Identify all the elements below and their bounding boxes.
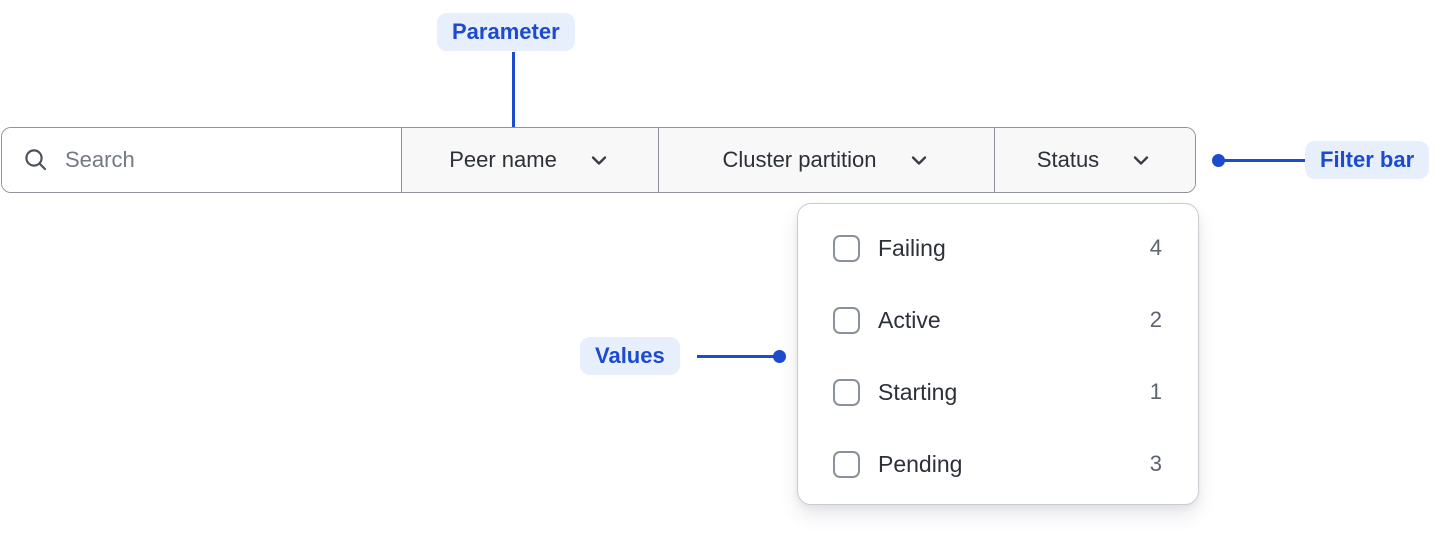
option-row-pending[interactable]: Pending 3 [798,428,1198,500]
filter-bar-connector-dot [1211,153,1225,167]
active-checkbox[interactable] [833,306,860,334]
starting-checkbox[interactable] [833,378,860,406]
values-annotation-badge: Values [580,337,680,375]
option-count: 1 [1149,379,1162,404]
values-connector-dot [772,349,786,363]
option-label: Pending [878,450,963,477]
option-label: Starting [878,378,958,405]
filter-bar: Peer name Cluster partition Status [1,127,1196,193]
option-label: Failing [878,234,946,261]
option-row-active[interactable]: Active 2 [798,284,1198,356]
option-count: 4 [1149,235,1162,260]
status-dropdown-panel: Failing 4 Active 2 Starting 1 Pending 3 [797,203,1199,505]
option-label: Active [878,306,941,333]
option-row-starting[interactable]: Starting 1 [798,356,1198,428]
cluster-partition-dropdown-label: Cluster partition [722,147,877,172]
search-field[interactable] [2,128,402,192]
peer-name-dropdown-label: Peer name [449,147,557,172]
search-icon [25,149,47,171]
peer-name-dropdown[interactable]: Peer name [402,128,659,192]
parameter-annotation-badge: Parameter [437,13,575,51]
filter-bar-annotation-badge: Filter bar [1305,141,1430,179]
chevron-down-icon [1134,156,1149,165]
option-count: 3 [1149,451,1162,476]
cluster-partition-dropdown[interactable]: Cluster partition [659,128,995,192]
values-connector-line [697,354,774,358]
failing-checkbox[interactable] [833,234,860,262]
chevron-down-icon [911,156,926,165]
status-dropdown[interactable]: Status [995,128,1195,192]
parameter-connector-line [511,52,515,136]
option-row-failing[interactable]: Failing 4 [798,212,1198,284]
filter-bar-connector-line [1218,158,1305,162]
status-dropdown-label: Status [1036,147,1100,172]
search-input[interactable] [65,147,385,173]
chevron-down-icon [591,156,606,165]
pending-checkbox[interactable] [833,450,860,478]
option-count: 2 [1149,307,1162,332]
